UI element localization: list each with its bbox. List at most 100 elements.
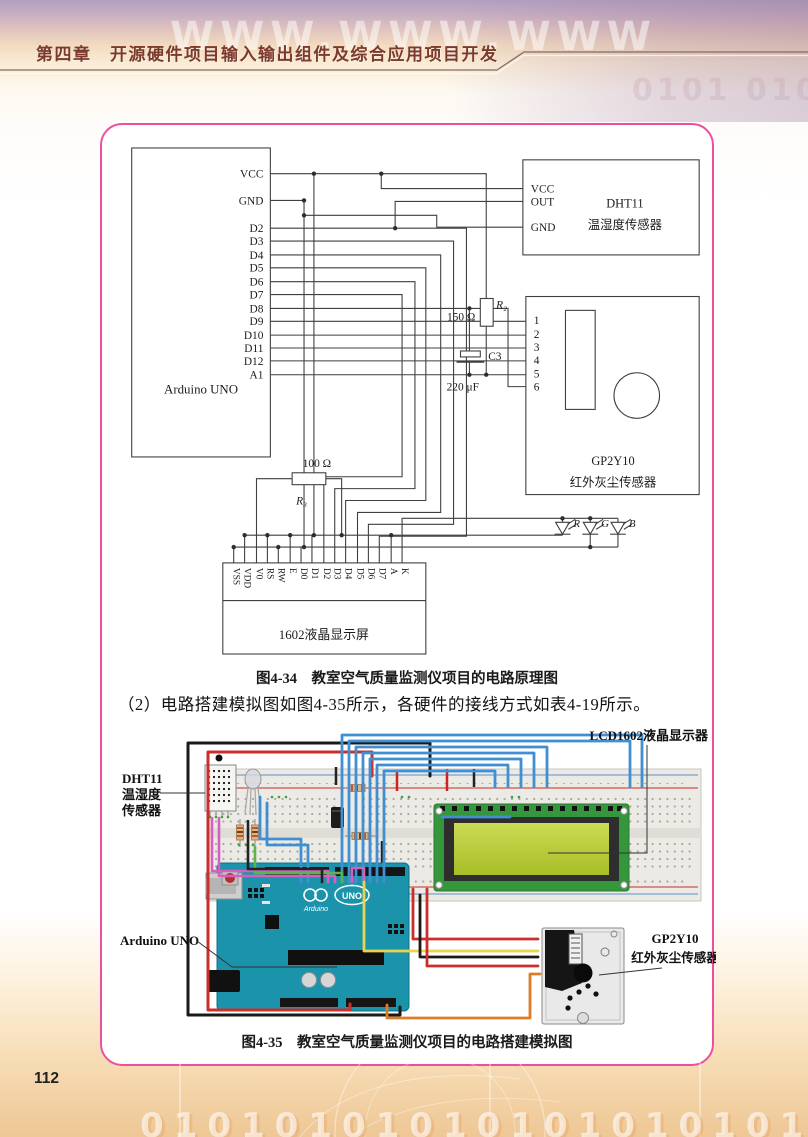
pin-label: D4 bbox=[250, 250, 264, 262]
pin-label: 5 bbox=[534, 369, 540, 381]
c3-label: C3 bbox=[488, 351, 502, 363]
lcd-pin: D1 bbox=[309, 568, 319, 580]
pin-label: A1 bbox=[250, 370, 264, 382]
figure-4-35-breadboard: UNO Arduino bbox=[120, 728, 716, 1025]
figure-4-34-schematic: VCC GND D2 D3 D4 D5 D6 D7 D8 D9 D10 D11 … bbox=[131, 147, 700, 655]
header-band: WWW.WWW.WWW 0101 010 bbox=[0, 0, 808, 122]
lcd-pin: D4 bbox=[343, 568, 353, 580]
lcd-pin: V0 bbox=[253, 568, 263, 580]
lcd-pin: RW bbox=[275, 568, 285, 583]
r3-label: R₃ bbox=[295, 495, 307, 507]
r3-value: 100 Ω bbox=[303, 458, 331, 470]
gp2y10-sensor bbox=[541, 927, 625, 1025]
r2-label: R₂ bbox=[495, 299, 507, 311]
lcd-pin: A bbox=[388, 568, 398, 575]
figure-4-35-caption: 图4-35 教室空气质量监测仪项目的电路搭建模拟图 bbox=[241, 1035, 573, 1051]
pin-label: 1 bbox=[534, 315, 540, 327]
pin-label: D6 bbox=[250, 277, 264, 289]
content-frame: VCC GND D2 D3 D4 D5 D6 D7 D8 D9 D10 D11 … bbox=[100, 123, 716, 1066]
pin-label: VCC bbox=[240, 169, 263, 181]
figure-4-34-caption: 图4-34 教室空气质量监测仪项目的电路原理图 bbox=[255, 671, 559, 687]
header-line-highlight bbox=[0, 54, 808, 75]
board-brand-text: Arduino bbox=[303, 906, 328, 913]
board-logo-text: UNO bbox=[342, 891, 362, 901]
rgb-led-symbols bbox=[554, 518, 633, 548]
schematic-labels: VCC GND D2 D3 D4 D5 D6 D7 D8 D9 D10 D11 … bbox=[164, 169, 662, 642]
pin-label: D2 bbox=[250, 223, 264, 235]
svg-text:红外灰尘传感器: 红外灰尘传感器 bbox=[631, 950, 716, 965]
lcd-pin: E bbox=[287, 568, 297, 574]
c3-value: 220 μF bbox=[447, 382, 479, 394]
led-r-label: R bbox=[572, 518, 580, 530]
pin-label: D9 bbox=[250, 316, 264, 328]
lcd-pin: D5 bbox=[355, 568, 365, 580]
pin-label: D12 bbox=[244, 356, 264, 368]
gp2y10-annotation: GP2Y10 bbox=[652, 931, 699, 946]
gp2y10-lens-rect bbox=[564, 309, 596, 410]
capacitor-c3-plate1 bbox=[459, 350, 481, 358]
led-g-label: G bbox=[601, 518, 609, 530]
pin-label: D5 bbox=[250, 263, 264, 275]
body-paragraph: （2）电路搭建模拟图如图4-35所示，各硬件的接线方式如表4-19所示。 bbox=[118, 695, 651, 714]
arduino-logo-icon bbox=[303, 888, 317, 902]
lcd-pin: D2 bbox=[321, 568, 331, 580]
reset-button bbox=[225, 873, 235, 883]
lcd-pin: VDD bbox=[242, 568, 252, 589]
junction-dots bbox=[231, 171, 593, 550]
pin-label: 3 bbox=[534, 342, 540, 354]
dht11-sensor bbox=[204, 754, 237, 816]
header-line bbox=[0, 51, 808, 71]
footer-ornaments bbox=[179, 1026, 701, 1137]
header-decoration: WWW.WWW.WWW 0101 010 bbox=[0, 14, 808, 108]
footer-binary-shadow: 010101010101010101010001 bbox=[143, 1108, 808, 1137]
lcd-pin: VSS bbox=[231, 568, 241, 585]
pin-label: GND bbox=[531, 222, 556, 234]
chapter-title: 第四章 开源硬件项目输入输出组件及综合应用项目开发 bbox=[36, 45, 499, 64]
page-number: 112 bbox=[34, 1070, 60, 1087]
dht11-box bbox=[522, 159, 700, 256]
breadboard-wires bbox=[186, 733, 644, 1020]
lcd-pin: D6 bbox=[365, 568, 375, 580]
lcd-annotation: LCD1602液晶显示器 bbox=[590, 728, 709, 743]
pin-label: 6 bbox=[534, 382, 540, 394]
dht11-desc: 温湿度传感器 bbox=[588, 217, 662, 232]
resistor-r3 bbox=[291, 472, 327, 486]
pin-label: GND bbox=[239, 195, 264, 207]
arduino-box bbox=[131, 147, 271, 458]
pin-label: D3 bbox=[250, 236, 264, 248]
lcd-pin: K bbox=[399, 568, 409, 575]
arduino-label: Arduino UNO bbox=[164, 383, 238, 397]
contact-dots bbox=[208, 795, 521, 847]
lcd1602-module bbox=[433, 803, 630, 892]
pin-label: D10 bbox=[244, 330, 264, 342]
gp2y10-desc: 红外灰尘传感器 bbox=[570, 475, 657, 490]
led-b-label: B bbox=[629, 518, 636, 530]
lcd-label: 1602液晶显示屏 bbox=[279, 628, 369, 642]
lcd-pin: D0 bbox=[298, 568, 308, 580]
pin-label: D11 bbox=[244, 343, 263, 355]
pin-label: VCC bbox=[531, 184, 554, 196]
pin-label: 4 bbox=[534, 355, 540, 367]
schematic-components bbox=[291, 297, 494, 486]
lcd-box bbox=[222, 562, 427, 655]
pin-label: OUT bbox=[531, 196, 554, 208]
dht11-name: DHT11 bbox=[606, 196, 643, 210]
schematic-boxes bbox=[131, 147, 700, 655]
svg-text:传感器: 传感器 bbox=[121, 803, 162, 818]
arduino-uno-board: UNO Arduino bbox=[205, 862, 410, 1012]
svg-text:温湿度: 温湿度 bbox=[122, 787, 162, 802]
header-ghost-digits: 0101 010 bbox=[632, 73, 808, 108]
lcd-pin: D7 bbox=[376, 568, 386, 580]
gp2y10-lens-circle bbox=[613, 372, 661, 419]
r2-value: 150 Ω bbox=[447, 311, 475, 323]
pin-label: 2 bbox=[534, 329, 540, 341]
figure35-labels: DHT11 温湿度 传感器 LCD1602液晶显示器 Arduino UNO G… bbox=[120, 728, 716, 965]
resistor-r2 bbox=[479, 297, 494, 327]
arduino-annotation: Arduino UNO bbox=[120, 933, 199, 948]
pin-label: D7 bbox=[250, 289, 264, 301]
lcd-pin: RS bbox=[264, 568, 274, 580]
dht11-annotation: DHT11 bbox=[122, 771, 162, 786]
leader-lines bbox=[160, 745, 663, 976]
footer-binary: 010101010101010101010001 bbox=[140, 1106, 808, 1137]
lcd-pin: D3 bbox=[332, 568, 342, 580]
